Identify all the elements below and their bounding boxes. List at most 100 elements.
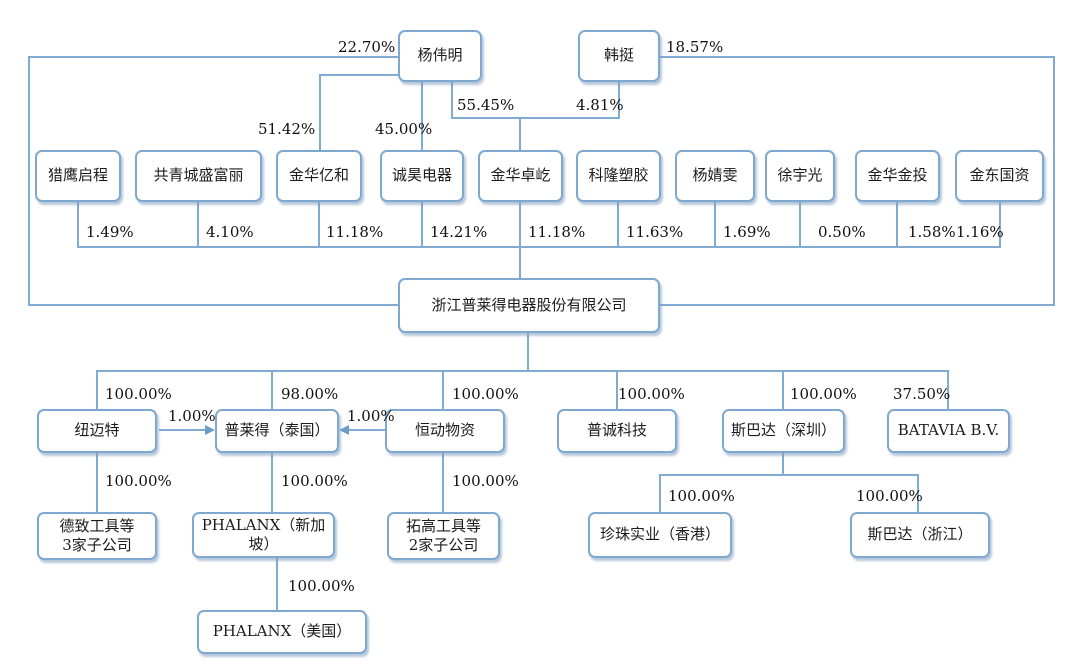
pct-sibada-sz-to-zhenzhu: 100.00% [668,487,735,505]
pct-yang-to-chenghao: 45.00% [375,120,433,138]
pct-jinhua-yihe-to-parent: 11.18% [326,223,384,241]
node-yang-weiming: 杨伟明 [398,30,482,82]
pct-jindong-to-parent: 1.16% [956,223,1004,241]
pct-yang-jingwen-to-parent: 1.69% [723,223,771,241]
pct-yang-to-parent: 22.70% [338,38,396,56]
pct-yang-to-jinhua-yihe: 51.42% [258,120,316,138]
connector-line [319,74,321,150]
pct-niumaite-to-dezhi: 100.00% [105,472,172,490]
pct-han-to-jinhua-zhuoyi: 4.81% [576,96,624,114]
connector-line [659,474,661,512]
connector-line [451,82,453,119]
connector-line [421,202,423,247]
connector-line [271,453,273,512]
connector-line [96,453,98,512]
node-lieying-qicheng: 猎鹰启程 [35,150,121,202]
connector-line [799,202,801,247]
connector-line [197,202,199,247]
connector-line [96,370,98,409]
connector-line [896,202,898,247]
node-jinhua-zhuoyi: 金华卓屹 [478,150,563,202]
pct-parent-to-niumaite: 100.00% [105,385,172,403]
pct-lieying-to-parent: 1.49% [86,223,134,241]
pct-jinhua-zhuoyi-to-parent: 11.18% [528,223,586,241]
node-yang-jingwen: 杨婧雯 [675,150,755,202]
pct-pulaide-th-to-phalanx-sg: 100.00% [281,472,348,490]
node-xu-yuguang: 徐宇光 [765,150,835,202]
connector-line [660,56,1055,58]
connector-line [659,474,919,476]
connector-line [618,82,620,119]
pct-parent-to-hengdong: 100.00% [452,385,519,403]
node-gongqingcheng-shengfuli: 共青城盛富丽 [135,150,262,202]
connector-line [319,74,398,76]
pct-parent-to-pucheng: 100.00% [618,385,685,403]
connector-line [660,304,1055,306]
connector-line [519,246,521,278]
node-tuogao-tools-subsidiaries: 拓高工具等 2家子公司 [387,512,500,560]
connector-line [782,453,784,475]
connector-line [276,558,278,610]
node-dezhi-tools-subsidiaries: 德致工具等 3家子公司 [37,512,157,560]
connector-line [442,370,444,409]
connector-line [349,429,387,431]
connector-line [77,246,1001,248]
connector-line [519,117,521,152]
pct-parent-to-sibada-sz: 100.00% [790,385,857,403]
pct-niumaite-to-pulaide-th: 1.00% [168,407,216,425]
node-pulaide-thailand: 普莱得（泰国） [215,409,339,453]
pct-han-to-parent: 18.57% [666,38,724,56]
node-jinhua-jintou: 金华金投 [855,150,940,202]
node-phalanx-singapore: PHALANX（新加坡） [192,512,335,558]
connector-line [451,117,620,119]
connector-line [442,453,444,512]
pct-kelong-to-parent: 11.63% [626,223,684,241]
node-niumaite: 纽迈特 [37,409,157,453]
pct-hengdong-to-pulaide-th: 1.00% [347,407,395,425]
node-chenghao-dianqi: 诚昊电器 [380,150,464,202]
connector-line [159,429,207,431]
connector-line [28,56,398,58]
node-parent-company: 浙江普莱得电器股份有限公司 [398,278,660,333]
pct-hengdong-to-tuogao: 100.00% [452,472,519,490]
connector-line [519,202,521,247]
connector-line [917,474,919,512]
connector-line [28,304,400,306]
connector-line [28,56,30,306]
connector-line [527,333,529,371]
node-sibada-zhejiang: 斯巴达（浙江） [850,512,990,558]
pct-gongqingcheng-to-parent: 4.10% [206,223,254,241]
pct-sibada-sz-to-sibada-zj: 100.00% [856,487,923,505]
connector-line [999,202,1001,247]
node-zhenzhu-hongkong: 珍珠实业（香港） [588,512,732,558]
node-pucheng-keji: 普诚科技 [557,409,677,453]
connector-line [96,370,949,372]
connector-line [421,82,423,150]
node-phalanx-usa: PHALANX（美国） [197,610,367,654]
connector-line [617,202,619,247]
arrowhead-left-icon [339,425,349,435]
connector-line [318,202,320,247]
connector-line [714,202,716,247]
node-kelong-sujiao: 科隆塑胶 [576,150,661,202]
pct-yang-to-jinhua-zhuoyi: 55.45% [457,96,515,114]
connector-line [782,370,784,409]
node-sibada-shenzhen: 斯巴达（深圳） [722,409,845,453]
pct-parent-to-batavia: 37.50% [893,385,951,403]
pct-jinhua-jintou-to-parent: 1.58% [908,223,956,241]
connector-line [947,370,949,409]
node-jindong-guozi: 金东国资 [955,150,1044,202]
pct-xu-to-parent: 0.50% [818,223,866,241]
pct-phalanx-sg-to-phalanx-us: 100.00% [288,577,355,595]
pct-chenghao-to-parent: 14.21% [430,223,488,241]
node-han-ting: 韩挺 [578,30,660,82]
connector-line [1053,56,1055,306]
connector-line [271,370,273,409]
node-hengdong-wuzi: 恒动物资 [385,409,505,453]
pct-parent-to-pulaide-th: 98.00% [281,385,339,403]
node-jinhua-yihe: 金华亿和 [276,150,362,202]
connector-line [616,370,618,409]
connector-line [77,202,79,247]
node-batavia-bv: BATAVIA B.V. [887,409,1010,453]
